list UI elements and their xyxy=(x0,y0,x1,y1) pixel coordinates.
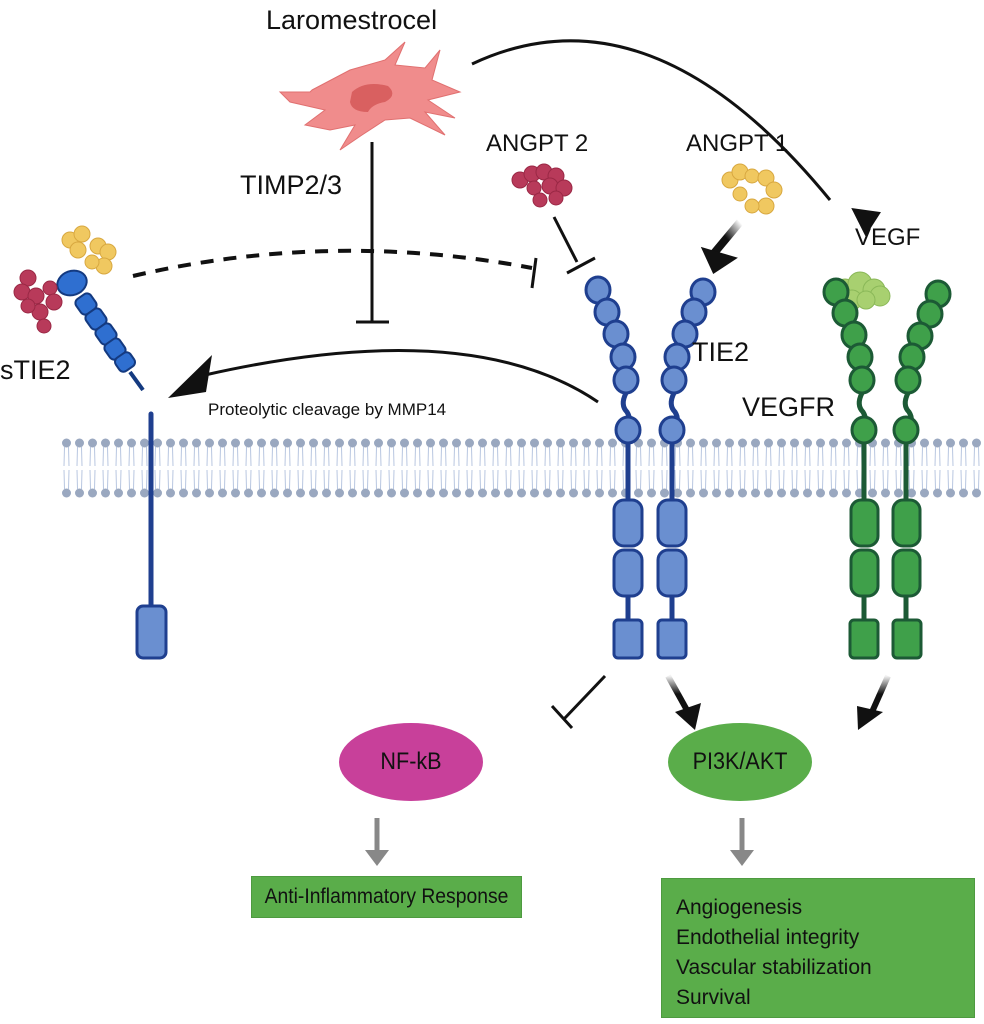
vegf-label: VEGF xyxy=(855,224,921,251)
angpt2-icon xyxy=(511,163,573,208)
effect-endothelial-integrity: Endothelial integrity xyxy=(676,926,860,949)
vegfr-pi3k-arrowhead xyxy=(857,706,883,730)
cleavage-arrowhead xyxy=(168,355,212,398)
pi3k-node-shape xyxy=(668,723,812,801)
laromestrocel-cell-icon xyxy=(278,41,462,151)
cleavage-arrow xyxy=(204,349,599,404)
angpt1-label: ANGPT 1 xyxy=(686,130,789,157)
tie2-receptor-icon xyxy=(584,275,717,660)
tie2-nfkb-inhibition-bar xyxy=(550,704,574,730)
angpt2-inhibition-line xyxy=(552,216,579,263)
arrow-cell-to-vegf xyxy=(471,39,832,201)
tie2-pi3k-arrow-shaft xyxy=(665,674,691,714)
truncated-tie2-icon xyxy=(135,411,168,660)
vegfr-receptor-icon xyxy=(822,277,952,660)
tie2-label: TIE2 xyxy=(692,337,750,367)
vegfr-pi3k-arrow-shaft xyxy=(869,674,891,714)
arrowhead-vegf xyxy=(851,207,881,237)
stie2-inhibition-bar xyxy=(530,257,538,289)
nfkb-label: NF-kB xyxy=(380,748,442,775)
pi3k-label: PI3K/AKT xyxy=(692,748,788,775)
anti-inflammatory-box: Anti-Inflammatory Response xyxy=(251,876,522,918)
stie2-label: sTIE2 xyxy=(0,355,71,385)
angpt2-inhibition-bar xyxy=(566,256,596,275)
angpt2-label: ANGPT 2 xyxy=(486,130,589,157)
effect-angiogenesis: Angiogenesis xyxy=(676,896,803,919)
pi3k-effects-box: Angiogenesis Endothelial integrity Vascu… xyxy=(661,878,975,1018)
nfkb-node-shape xyxy=(339,723,483,801)
nfkb-node: NF-kB xyxy=(346,723,476,801)
nfkb-to-outcome-arrow xyxy=(365,818,389,866)
angpt1-icon xyxy=(721,163,783,215)
stie2-icon xyxy=(56,269,145,392)
cell-membrane xyxy=(60,438,984,498)
vegfr-label: VEGFR xyxy=(742,392,836,422)
laromestrocel-label: Laromestrocel xyxy=(266,5,438,35)
stie2-inhibition-dashed xyxy=(132,248,533,278)
effect-survival: Survival xyxy=(676,986,751,1009)
angpt1-arrowhead xyxy=(700,246,738,274)
tie2-pi3k-arrowhead xyxy=(675,703,701,730)
angpt1-bound-icon xyxy=(61,225,117,275)
pi3k-node: PI3K/AKT xyxy=(675,723,805,801)
timp-label: TIMP2/3 xyxy=(240,170,343,200)
angpt2-bound-icon xyxy=(13,269,63,334)
cleavage-label: Proteolytic cleavage by MMP14 xyxy=(208,400,447,419)
tie2-nfkb-inhibition-line xyxy=(562,674,607,721)
anti-inflammatory-label: Anti-Inflammatory Response xyxy=(264,885,509,908)
effect-vascular-stabilization: Vascular stabilization xyxy=(676,956,872,979)
pi3k-to-outcome-arrow xyxy=(730,818,754,866)
